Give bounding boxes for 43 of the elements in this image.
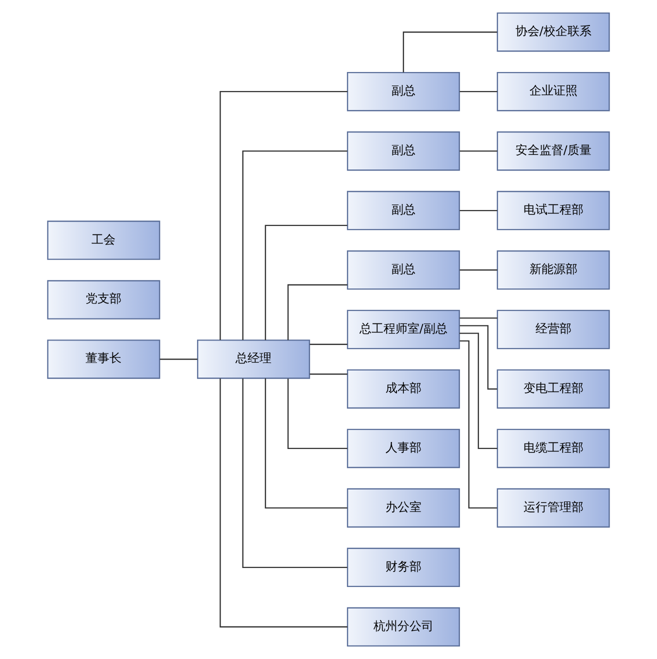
node-box: 副总 xyxy=(346,250,460,290)
connector xyxy=(287,378,348,450)
connector xyxy=(220,91,348,340)
connector xyxy=(220,378,348,628)
node-box: 变电工程部 xyxy=(496,369,610,409)
connector xyxy=(460,91,498,92)
node-box: 经营部 xyxy=(496,310,610,350)
connector xyxy=(460,150,498,152)
node-box: 新能源部 xyxy=(496,250,610,290)
node-box: 办公室 xyxy=(346,488,460,528)
node-box: 董事长 xyxy=(47,340,160,379)
node-box: 运行管理部 xyxy=(496,488,610,528)
node-box: 总工程师室/副总 xyxy=(346,310,460,350)
node-box: 协会/校企联系 xyxy=(496,12,610,52)
connector xyxy=(310,344,348,345)
node-box: 党支部 xyxy=(47,280,160,320)
connector xyxy=(460,269,498,271)
connector xyxy=(460,210,498,212)
connector xyxy=(264,378,348,509)
connector xyxy=(160,358,198,360)
connector xyxy=(287,284,348,340)
connector xyxy=(242,150,348,340)
connector xyxy=(460,340,497,509)
connector xyxy=(460,325,497,390)
node-box: 副总 xyxy=(346,190,460,230)
node-box: 副总 xyxy=(346,72,460,112)
connector xyxy=(242,378,348,568)
node-box: 副总 xyxy=(346,131,460,171)
node-box: 人事部 xyxy=(346,428,460,468)
node-box: 总经理 xyxy=(197,340,310,379)
node-box: 杭州分公司 xyxy=(346,607,460,647)
connector xyxy=(264,224,348,340)
connector xyxy=(402,32,498,72)
node-box: 财务部 xyxy=(346,548,460,588)
node-box: 企业证照 xyxy=(496,72,610,112)
connector xyxy=(460,317,498,319)
node-box: 电缆工程部 xyxy=(496,428,610,468)
node-box: 成本部 xyxy=(346,369,460,409)
node-box: 安全监督/质量 xyxy=(496,131,610,171)
node-box: 工会 xyxy=(47,220,160,260)
connector xyxy=(459,332,498,450)
connector xyxy=(310,374,348,375)
node-box: 电试工程部 xyxy=(496,190,610,230)
